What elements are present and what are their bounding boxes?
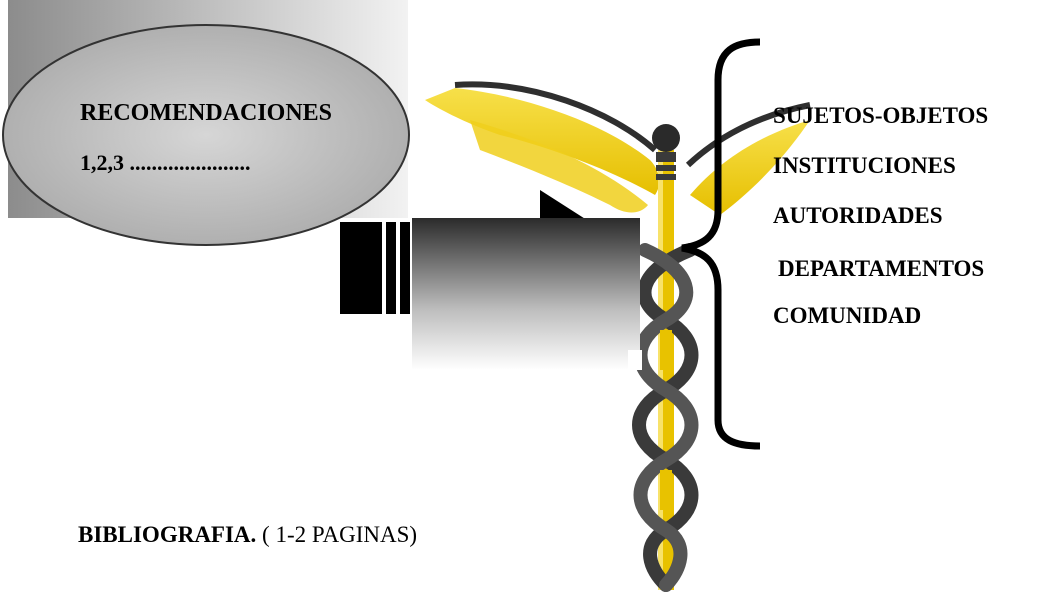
brace-icon: [681, 38, 761, 450]
left-wing: [425, 88, 660, 195]
component-label: AUTORIDADES: [773, 203, 943, 228]
recommendations-title: RECOMENDACIONES: [80, 100, 333, 126]
component-label: INSTITUCIONES: [773, 153, 956, 178]
arrow-block-shape: [340, 190, 642, 370]
component-label: DEPARTAMENTOS: [778, 256, 985, 281]
snakes: [632, 243, 699, 592]
right-wing-top: [685, 102, 811, 168]
bibliography-detail: ( 1-2 PAGINAS): [256, 522, 418, 547]
staff-knob: [652, 124, 680, 152]
recommendations-oval: [2, 24, 410, 246]
component-label: COMUNIDAD: [773, 303, 922, 328]
left-wing-lower: [470, 120, 648, 213]
bibliography-label: BIBLIOGRAFIA.: [78, 522, 257, 547]
recommendations-list: 1,2,3 ......................: [80, 150, 251, 175]
left-wing-top: [454, 81, 657, 153]
bibliography-line: BIBLIOGRAFIA. ( 1-2 PAGINAS): [78, 522, 417, 548]
component-label: SUJETOS-OBJETOS: [773, 103, 989, 128]
caduceus-icon: [425, 81, 811, 592]
